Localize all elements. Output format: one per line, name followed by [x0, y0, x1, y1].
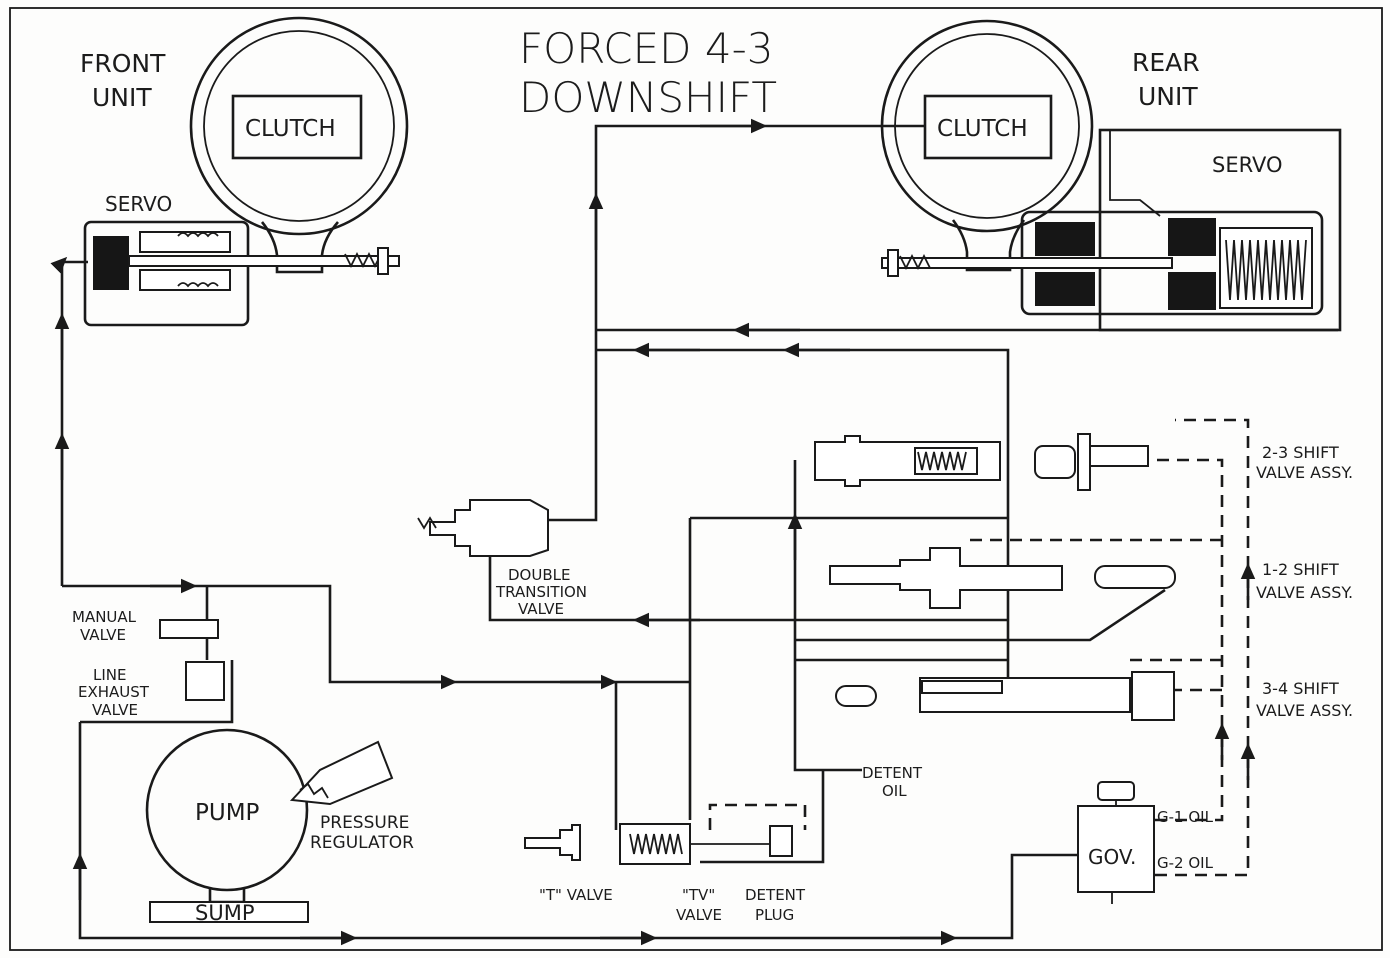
g2-oil-label: G-2 OIL	[1157, 854, 1214, 872]
shift-34-valve	[835, 671, 1175, 721]
pressure-regulator-label2: REGULATOR	[310, 833, 414, 853]
rear-clutch-label: CLUTCH	[937, 116, 1028, 142]
t-valve-label: "T" VALVE	[539, 886, 613, 904]
title-line2: DOWNSHIFT	[519, 73, 777, 122]
shift-12-valve	[829, 547, 1176, 609]
manual-valve-body	[159, 619, 225, 701]
t-valve-body	[524, 823, 793, 865]
front-servo-label: SERVO	[105, 192, 172, 216]
line-exhaust-label2: EXHAUST	[78, 683, 150, 701]
front-servo	[83, 220, 400, 327]
double-transition-label2: TRANSITION	[495, 583, 587, 601]
rear-unit-label: REAR	[1132, 48, 1200, 77]
tv-valve-label1: "TV"	[682, 886, 715, 904]
shift-12-label1: 1-2 SHIFT	[1262, 560, 1339, 579]
shift-34-label1: 3-4 SHIFT	[1262, 679, 1339, 698]
pressure-regulator-label1: PRESSURE	[320, 813, 409, 833]
g1-oil-label: G-1 OIL	[1157, 808, 1214, 826]
sump-label: SUMP	[195, 901, 254, 925]
double-transition-valve	[417, 499, 549, 557]
manual-valve-label2: VALVE	[80, 626, 126, 644]
rear-servo	[881, 128, 1342, 332]
double-transition-label1: DOUBLE	[508, 566, 570, 584]
governor-label: GOV.	[1088, 845, 1136, 869]
line-exhaust-label3: VALVE	[92, 701, 138, 719]
outer-frame	[9, 7, 1383, 951]
detent-oil-label1: DETENT	[862, 764, 923, 782]
front-unit-drum	[189, 16, 409, 274]
governor-body	[1077, 781, 1155, 904]
shift-23-label1: 2-3 SHIFT	[1262, 443, 1339, 462]
front-unit-label: FRONT	[80, 49, 166, 78]
double-transition-label3: VALVE	[518, 600, 564, 618]
governor-lines	[708, 418, 1256, 877]
pump-label: PUMP	[195, 800, 260, 826]
shift-23-valve	[814, 433, 1149, 491]
rear-servo-label: SERVO	[1212, 153, 1283, 177]
line-exhaust-label1: LINE	[93, 666, 126, 684]
shift-34-label2: VALVE ASSY.	[1256, 701, 1353, 720]
front-unit-label2: UNIT	[92, 83, 152, 112]
title-line1: FORCED 4-3	[519, 24, 773, 73]
shift-12-label2: VALVE ASSY.	[1256, 583, 1353, 602]
rear-unit-label2: UNIT	[1138, 82, 1198, 111]
manual-valve-label1: MANUAL	[72, 608, 137, 626]
detent-plug-label2: PLUG	[755, 906, 794, 924]
pump-body	[145, 728, 394, 923]
shift-23-label2: VALVE ASSY.	[1256, 463, 1353, 482]
detent-plug-label1: DETENT	[745, 886, 806, 904]
tv-valve-label2: VALVE	[676, 906, 722, 924]
detent-oil-label2: OIL	[882, 782, 907, 800]
front-clutch-label: CLUTCH	[245, 116, 336, 142]
